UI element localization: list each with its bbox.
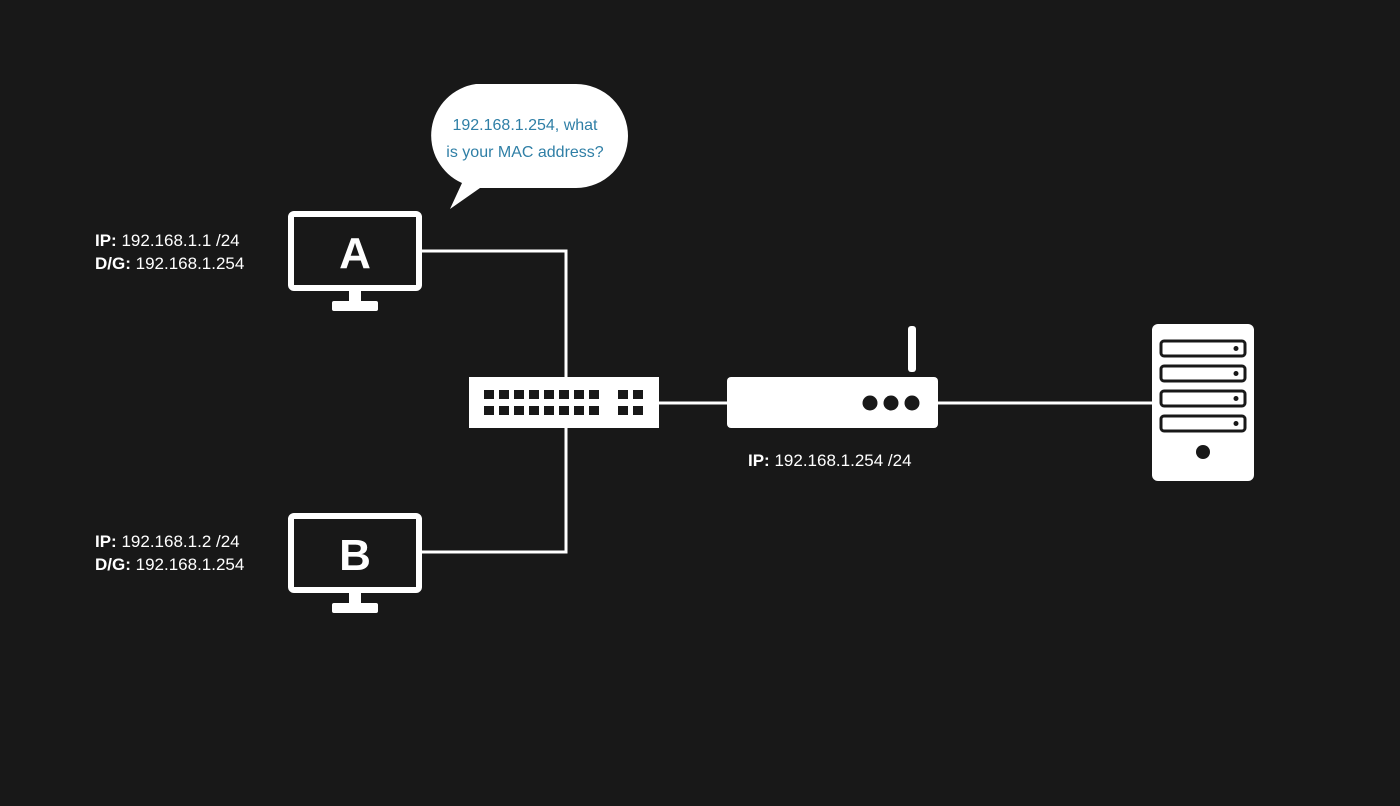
router-ip-key: IP: [748, 451, 770, 470]
switch-port [484, 390, 494, 399]
switch-port [529, 406, 539, 415]
host-b-gateway-row: D/G: 192.168.1.254 [95, 553, 244, 576]
host-a-label: IP: 192.168.1.1 /24 D/G: 192.168.1.254 [95, 229, 244, 275]
host-b-ip-row: IP: 192.168.1.2 /24 [95, 530, 244, 553]
server-drive-led [1233, 346, 1239, 351]
switch-port [529, 390, 539, 399]
speech-bubble-icon [431, 84, 628, 209]
speech-bubble-line-2: is your MAC address? [446, 144, 604, 161]
desktop-monitor-icon: A [288, 211, 422, 311]
server-drive-bay [1159, 339, 1247, 358]
router-ip-value: 192.168.1.254 /24 [774, 451, 912, 470]
server-drive-bay [1159, 364, 1247, 383]
link-host-a-to-switch [420, 249, 568, 378]
host-a-letter: A [339, 229, 371, 278]
server-drive-led [1233, 396, 1239, 401]
host-b-gateway-key: D/G: [95, 555, 131, 574]
connection-lines [420, 249, 1154, 554]
host-b-ip-value: 192.168.1.2 /24 [121, 532, 240, 551]
switch-port [618, 406, 628, 415]
speech-bubble-text: 192.168.1.254, what is your MAC address? [422, 112, 628, 166]
switch-port [484, 406, 494, 415]
host-a-ip-row: IP: 192.168.1.1 /24 [95, 229, 244, 252]
link-host-b-to-switch [420, 426, 568, 554]
switch-port [499, 406, 509, 415]
switch-port [589, 390, 599, 399]
switch-port [514, 406, 524, 415]
host-a-gateway-row: D/G: 192.168.1.254 [95, 252, 244, 275]
switch-port [618, 390, 628, 399]
server-drives [1159, 339, 1247, 433]
router-icon [727, 326, 938, 428]
server-drive-bay [1159, 389, 1247, 408]
desktop-monitor-icon: B [288, 513, 422, 613]
switch-port [574, 390, 584, 399]
switch-port [559, 406, 569, 415]
switch-port [574, 406, 584, 415]
switch-port [514, 390, 524, 399]
switch-port [633, 406, 643, 415]
host-b-gateway-value: 192.168.1.254 [135, 555, 245, 574]
host-a-ip-value: 192.168.1.1 /24 [121, 231, 240, 250]
network-switch-icon [469, 377, 659, 428]
server-drive-led [1233, 421, 1239, 426]
host-a-ip-key: IP: [95, 231, 117, 250]
switch-port [589, 406, 599, 415]
speech-bubble-line-1: 192.168.1.254, what [452, 117, 598, 134]
switch-ports [484, 390, 643, 415]
switch-port [544, 406, 554, 415]
server-tower-icon [1152, 324, 1254, 481]
switch-port [544, 390, 554, 399]
host-b-letter: B [339, 531, 371, 580]
host-a-gateway-key: D/G: [95, 254, 131, 273]
switch-port [633, 390, 643, 399]
host-b-ip-key: IP: [95, 532, 117, 551]
switch-port [499, 390, 509, 399]
host-a-gateway-value: 192.168.1.254 [135, 254, 245, 273]
server-drive-led [1233, 371, 1239, 376]
switch-port [559, 390, 569, 399]
router-label: IP: 192.168.1.254 /24 [748, 449, 912, 472]
server-drive-bay [1159, 414, 1247, 433]
host-b-label: IP: 192.168.1.2 /24 D/G: 192.168.1.254 [95, 530, 244, 576]
